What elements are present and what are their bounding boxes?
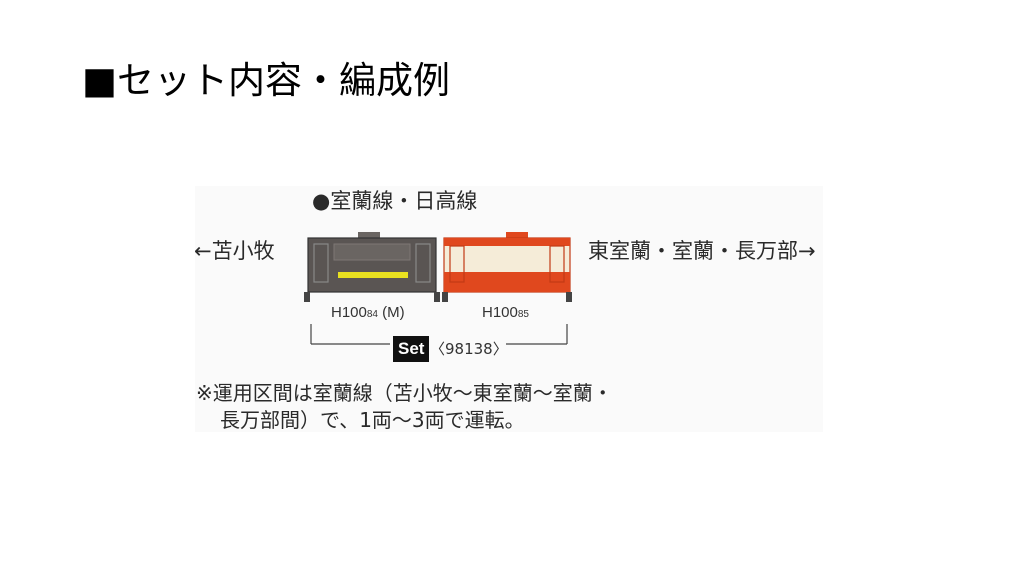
page-title: ■セット内容・編成例: [82, 59, 450, 102]
car-h100-85-illustration: [442, 232, 572, 302]
note-line-1: ※運用区間は室蘭線（苫小牧～東室蘭～室蘭・: [196, 381, 613, 405]
train-illustration: [304, 232, 572, 302]
car-label-1: H10084 (M): [331, 304, 405, 321]
direction-left: ←苫小牧: [194, 239, 275, 263]
diagram-panel: [195, 186, 823, 432]
note: ※運用区間は室蘭線（苫小牧～東室蘭～室蘭・ 長万部間）で、1両～3両で運転。: [196, 380, 613, 434]
direction-right: 東室蘭・室蘭・長万部→: [588, 239, 816, 263]
line-name: ●室蘭線・日高線: [312, 189, 478, 213]
car-h100-84-illustration: [304, 232, 440, 302]
car-label-2: H10085: [482, 304, 529, 321]
set-code: 〈98138〉: [430, 340, 508, 358]
set-bracket: [310, 324, 568, 345]
set-badge: Set: [393, 336, 430, 362]
note-line-2: 長万部間）で、1両～3両で運転。: [220, 408, 525, 432]
